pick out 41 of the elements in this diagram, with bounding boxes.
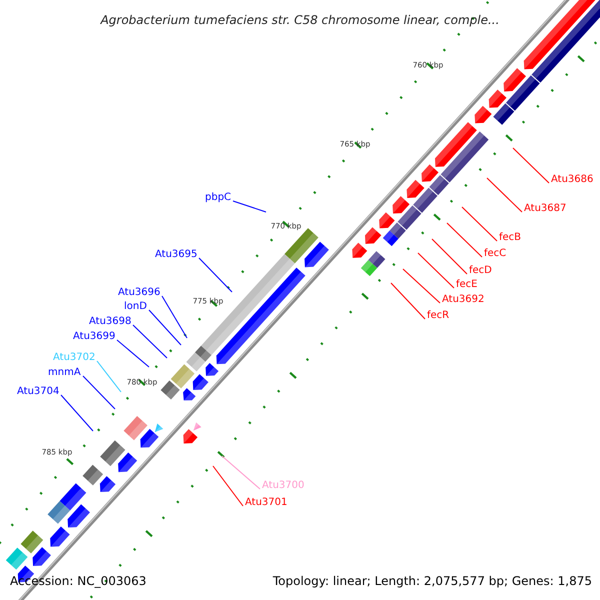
gene-label: fecR (427, 311, 450, 321)
gene-label: Atu3701 (245, 498, 288, 508)
leader-line (96, 360, 122, 392)
leader-line (418, 252, 454, 288)
gene-label: Atu3702 (53, 353, 96, 363)
summary-text: Topology: linear; Length: 2,075,577 bp; Genes: 1,875 (272, 575, 592, 587)
leader-line (512, 148, 550, 184)
gene-label: mnmA (48, 368, 81, 378)
accession-text: Accession: NC_003063 (10, 575, 146, 587)
gene-label: Atu3699 (73, 332, 116, 342)
leader-line (232, 200, 266, 212)
gene-label: Atu3686 (551, 175, 594, 185)
gene-label: fecC (484, 249, 506, 259)
gene-label: fecE (456, 280, 478, 290)
leader-line (212, 466, 244, 506)
leader-line (432, 238, 468, 274)
leader-line (402, 268, 440, 304)
gene-label: Atu3687 (524, 204, 566, 214)
leader-line (486, 178, 522, 212)
leader-line (198, 258, 232, 292)
gene-label: Atu3692 (442, 295, 484, 305)
gene-label: fecD (469, 266, 492, 276)
gene-label: Atu3695 (155, 250, 198, 260)
gene-label: Atu3696 (118, 288, 160, 298)
leader-line (116, 340, 150, 368)
title: Agrobacterium tumefaciens str. C58 chromosome linear, comple... (100, 14, 500, 26)
leader-line (148, 310, 182, 346)
leader-line (60, 394, 94, 432)
leader-line (462, 206, 498, 242)
leader-line (162, 296, 188, 338)
leader-line (222, 456, 260, 490)
gene-label: fecB (499, 233, 522, 243)
leader-line (82, 376, 116, 410)
gene-label: Atu3698 (89, 317, 132, 327)
leader-line (446, 222, 482, 258)
gene-label: pbpC (205, 193, 232, 203)
leader-line (390, 282, 426, 320)
gene-label: lonD (124, 302, 147, 312)
gene-label: Atu3700 (262, 481, 304, 491)
gene-label: Atu3704 (17, 387, 60, 397)
leader-line (132, 324, 168, 358)
